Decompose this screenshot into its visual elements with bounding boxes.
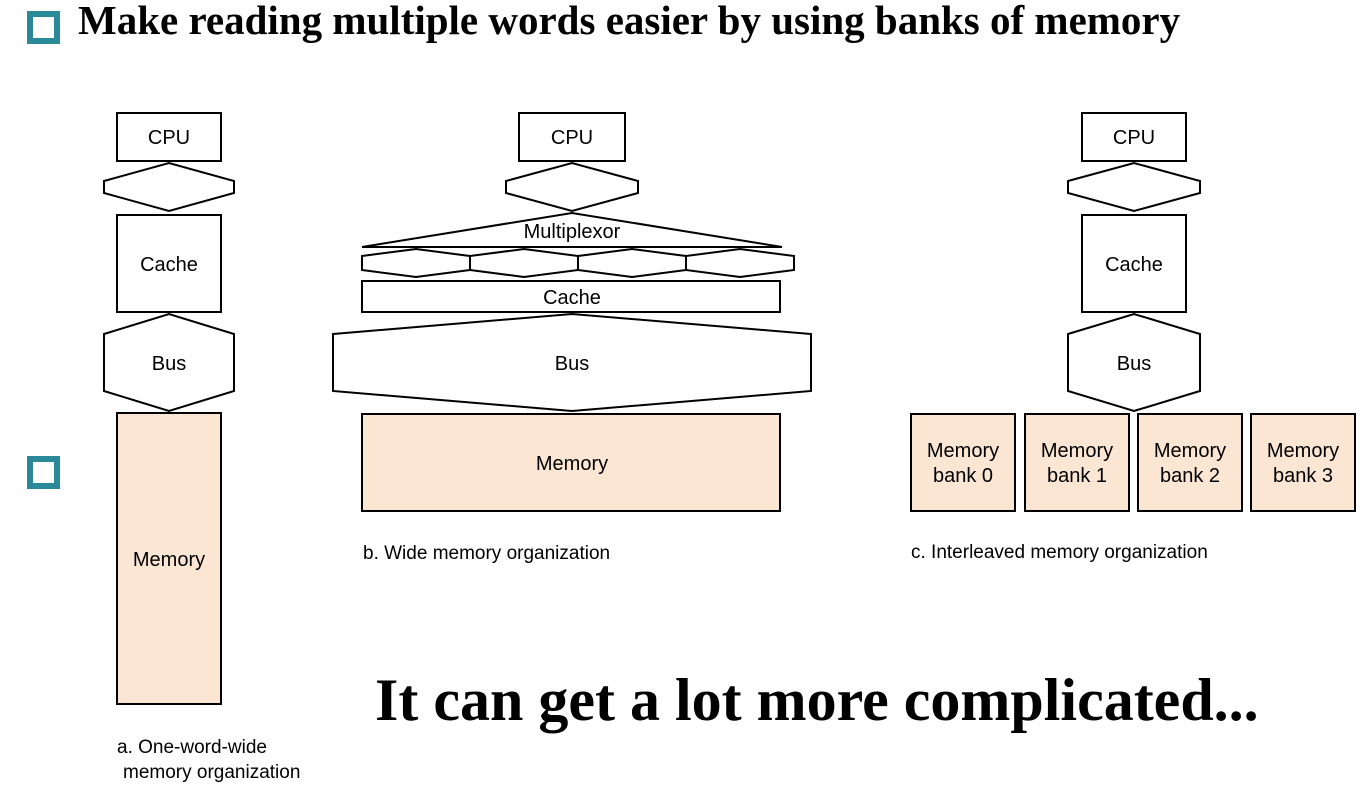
slide-title: Make reading multiple words easier by us…	[78, 0, 1181, 43]
b-cpu-label: CPU	[551, 127, 593, 149]
c-memory-bank-1-box	[1024, 413, 1130, 512]
diagram-b: CPU Multiplexor Cache Bus Memory b. Wide…	[332, 112, 812, 564]
c-bank-2-line2: bank 2	[1160, 465, 1220, 487]
b-cache-box	[361, 280, 781, 313]
c-bus-shape	[1067, 312, 1201, 413]
b-multiplexor-shape	[361, 211, 783, 248]
c-bank-1-line2: bank 1	[1047, 465, 1107, 487]
bullet-icon	[27, 456, 60, 489]
b-mux-cache-connector-4	[685, 247, 795, 279]
a-caption-line2: memory organization	[123, 762, 300, 783]
b-memory-box	[361, 413, 781, 512]
a-cpu-box	[116, 112, 222, 162]
c-bank-0-line2: bank 0	[933, 465, 993, 487]
title-bullet-icon	[27, 11, 60, 44]
diagram-c: CPU Cache Bus Memory bank 0 Memory bank …	[910, 112, 1356, 563]
c-memory-bank-0-box	[910, 413, 1016, 512]
c-bank-1-line1: Memory	[1041, 440, 1113, 462]
c-cpu-cache-connector	[1067, 161, 1201, 213]
a-bus-label: Bus	[152, 353, 186, 375]
c-bank-3-line1: Memory	[1267, 440, 1339, 462]
b-mux-cache-connector-1	[361, 247, 471, 279]
c-bank-3-line2: bank 3	[1273, 465, 1333, 487]
b-caption: b. Wide memory organization	[363, 543, 610, 564]
b-mux-cache-connector-2	[469, 247, 579, 279]
c-cache-box	[1081, 214, 1187, 313]
a-bus-shape	[103, 312, 235, 413]
b-bus-label: Bus	[555, 353, 589, 375]
a-cpu-cache-connector	[103, 161, 235, 213]
a-cache-label: Cache	[140, 254, 198, 276]
c-memory-bank-3-box	[1250, 413, 1356, 512]
b-cpu-box	[518, 112, 626, 162]
c-bank-0-line1: Memory	[927, 440, 999, 462]
a-memory-box	[116, 412, 222, 705]
c-memory-bank-2-box	[1137, 413, 1243, 512]
c-cpu-box	[1081, 112, 1187, 162]
b-cpu-mux-connector	[505, 161, 639, 213]
b-multiplexor-label: Multiplexor	[524, 221, 621, 243]
b-mux-cache-connector-3	[577, 247, 687, 279]
b-cache-label: Cache	[543, 287, 601, 309]
a-memory-label: Memory	[133, 549, 205, 571]
diagram-a: CPU Cache Bus Memory a. One-word-wide me…	[103, 112, 300, 783]
tagline: It can get a lot more complicated...	[375, 667, 1259, 733]
a-cpu-label: CPU	[148, 127, 190, 149]
c-bus-label: Bus	[1117, 353, 1151, 375]
c-cpu-label: CPU	[1113, 127, 1155, 149]
c-bank-2-line1: Memory	[1154, 440, 1226, 462]
b-bus-shape	[332, 312, 812, 413]
a-cache-box	[116, 214, 222, 313]
c-caption: c. Interleaved memory organization	[911, 542, 1208, 563]
a-caption-line1: a. One-word-wide	[117, 737, 267, 758]
c-cache-label: Cache	[1105, 254, 1163, 276]
b-memory-label: Memory	[536, 453, 608, 475]
